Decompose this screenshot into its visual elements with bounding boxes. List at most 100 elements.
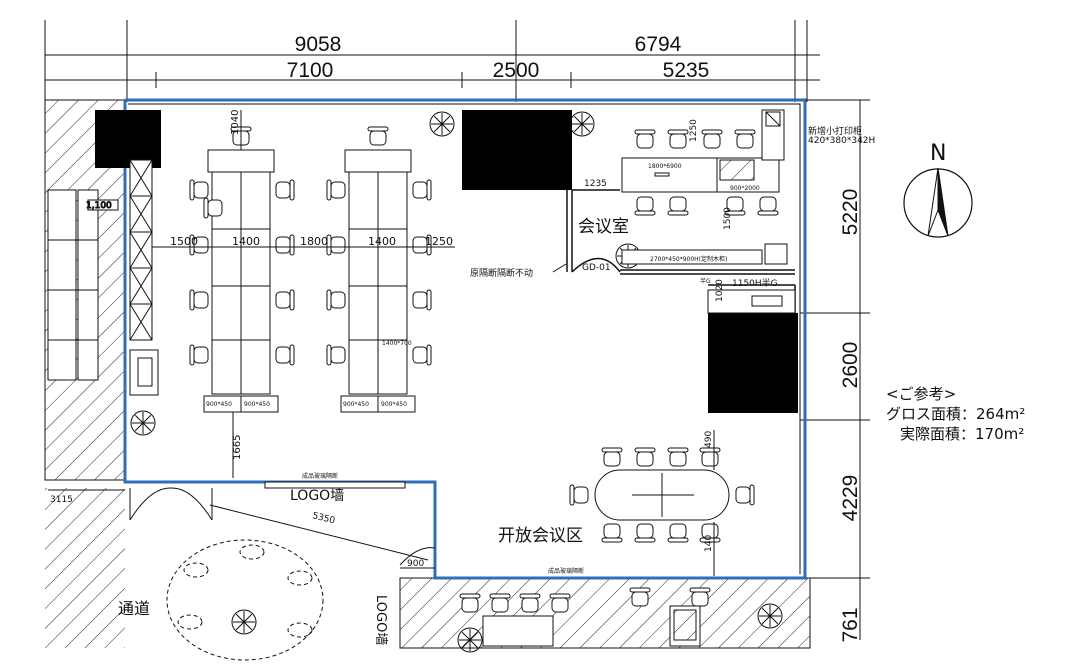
label-cab-900: 900*2000	[730, 185, 760, 192]
chair-icon	[569, 484, 589, 506]
label-half-g: 半G	[700, 277, 711, 285]
chair-icon	[412, 289, 432, 311]
chair-icon	[326, 344, 346, 366]
label-1100: 1,100	[86, 201, 112, 211]
gross-value: 264m²	[976, 405, 1026, 423]
corridor-feature	[166, 539, 324, 661]
left-cabinets	[129, 159, 159, 396]
compass: N	[903, 141, 973, 238]
chair-icon	[735, 484, 755, 506]
desk-dimension-text: 1500 1400 1800 1400 1250 1040 1665	[170, 110, 453, 460]
open-meeting-labels: 开放会议区 490 140 成品玻璃隔断	[498, 431, 714, 575]
chair-icon	[275, 344, 295, 366]
chair-icon	[519, 593, 541, 613]
workstation-chairs	[189, 126, 779, 613]
dim-right-4: 761	[839, 607, 862, 642]
dim-1040: 1040	[230, 110, 241, 135]
dim-1250: 1250	[425, 235, 453, 248]
chair-icon	[701, 129, 723, 149]
chair-icon	[326, 179, 346, 201]
chair-icon	[634, 129, 656, 149]
chair-icon	[734, 129, 756, 149]
gross-label: グロス面積：	[886, 405, 977, 423]
chair-icon	[459, 593, 481, 613]
dim-1500: 1500	[170, 235, 198, 248]
chair-icon	[275, 289, 295, 311]
actual-value: 170m²	[975, 425, 1025, 443]
label-1150h: 1150H半G	[732, 277, 778, 289]
area-note-gross: グロス面積：264m²	[886, 404, 1076, 424]
dim-5350: 5350	[311, 511, 336, 526]
room-meeting: 会议室	[578, 217, 629, 237]
dim-900: 900	[407, 559, 424, 569]
dim-right-1: 5220	[839, 189, 862, 236]
dim-1400b: 1400	[368, 235, 396, 248]
dim-right-2: 2600	[839, 342, 862, 389]
office-boundary	[123, 98, 807, 580]
label-gd01: GD-01	[582, 263, 611, 273]
right-dimension-text: 5220 2600 4229 761	[839, 189, 862, 643]
plant-icon	[457, 627, 483, 653]
chair-icon	[412, 179, 432, 201]
chair-icon	[601, 523, 623, 543]
plant-icon	[231, 609, 257, 635]
dim-total-right: 6794	[635, 33, 682, 56]
meeting-room-labels: 会议室 1235 1800*6900 900*2000 2700*450*900…	[578, 119, 875, 302]
label-900-450-a: 900*450	[206, 401, 232, 408]
chair-icon	[275, 234, 295, 256]
dim-1020: 1020	[715, 279, 725, 302]
dim-seg2: 2500	[493, 59, 540, 82]
desk-dimension-line	[152, 110, 455, 478]
chair-icon	[326, 234, 346, 256]
chair-icon	[189, 289, 209, 311]
label-900-450-c: 900*450	[343, 401, 369, 408]
chair-icon	[189, 234, 209, 256]
entrance-area	[48, 481, 436, 569]
dim-total-left: 9058	[295, 33, 342, 56]
dim-1665: 1665	[232, 435, 243, 460]
chair-icon	[489, 593, 511, 613]
chair-icon	[667, 523, 689, 543]
chair-icon	[203, 197, 223, 219]
label-original-partition: 原隔断隔断不动	[470, 267, 533, 279]
desk-cluster-left	[203, 149, 279, 413]
chair-icon	[412, 344, 432, 366]
dim-right-3: 4229	[839, 475, 862, 522]
plant-icon	[429, 111, 455, 137]
dim-seg1: 7100	[287, 59, 334, 82]
area-note: <ご参考> グロス面積：264m² 実際面積：170m²	[886, 384, 1076, 444]
logo-wall: LOGO墙	[290, 488, 344, 504]
chair-icon	[667, 196, 689, 216]
chair-icon	[326, 289, 346, 311]
chair-icon	[412, 234, 432, 256]
chair-icon	[601, 447, 623, 467]
neighbour-lower-furniture	[482, 605, 701, 647]
dim-1400a: 1400	[232, 235, 260, 248]
label-900-450-d: 900*450	[381, 401, 407, 408]
chair-icon	[629, 587, 651, 607]
chair-icon	[689, 587, 711, 607]
chair-icon	[757, 196, 779, 216]
plant-icon	[757, 603, 783, 629]
open-meeting-table	[594, 430, 730, 576]
chair-icon	[549, 593, 571, 613]
dim-490: 490	[704, 431, 714, 448]
plants	[130, 111, 783, 653]
chair-icon	[189, 179, 209, 201]
top-dimension-text: 9058 6794 7100 2500 5235	[287, 33, 710, 82]
chair-icon	[699, 447, 721, 467]
chair-icon	[634, 523, 656, 543]
label-cab-2700: 2700*450*900H(定制木柜)	[650, 255, 727, 263]
area-note-actual: 実際面積：170m²	[886, 424, 1076, 444]
label-printer: 新增小打印柜	[808, 125, 862, 137]
label-900-450-b: 900*450	[244, 401, 270, 408]
compass-north-label: N	[930, 141, 946, 166]
partition-note: 原隔断隔断不动	[470, 263, 567, 279]
logo-wall-lower: LOGO墙	[373, 595, 388, 645]
dim-1235: 1235	[584, 179, 607, 189]
chair-icon	[634, 447, 656, 467]
chair-icon	[667, 129, 689, 149]
label-1400-700: 1400*700	[382, 340, 412, 347]
label-glass-bottom: 成品玻璃隔断	[548, 567, 584, 575]
dim-seg3: 5235	[663, 59, 710, 82]
